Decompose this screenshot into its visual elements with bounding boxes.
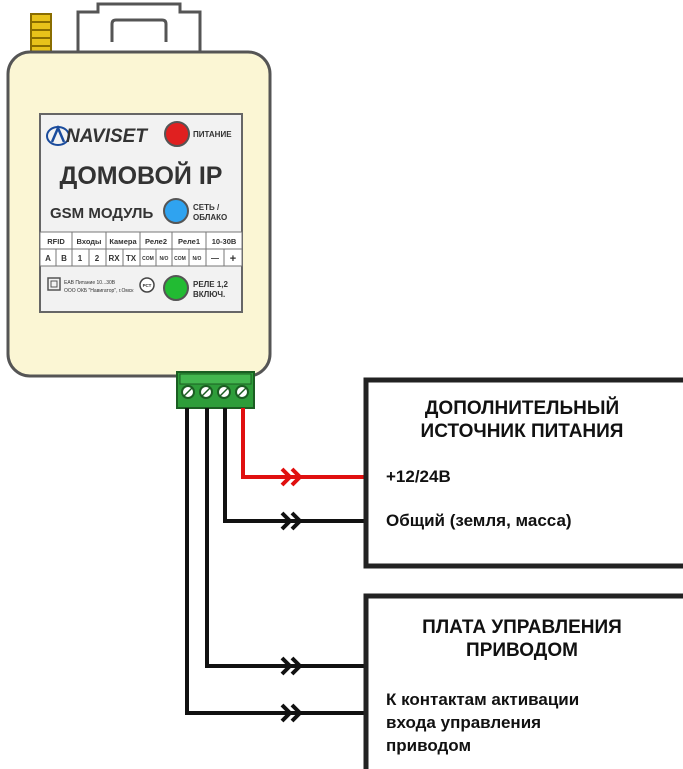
relay-led-label-2: ВКЛЮЧ.: [193, 290, 225, 299]
power-led-label: ПИТАНИЕ: [193, 130, 232, 139]
terminal-tx: TX: [126, 254, 137, 263]
mounting-bracket: [76, 2, 202, 57]
power-supply-box: [363, 377, 683, 569]
wire-drive-2: [185, 408, 366, 715]
terminal-in1: 1: [78, 254, 83, 263]
terminal-relay2-com: COM: [142, 256, 154, 262]
terminal-minus: —: [211, 254, 219, 263]
drive-box-text-1: К контактам активации: [386, 690, 580, 709]
antenna-icon: [30, 13, 52, 59]
terminal-plus: +: [230, 253, 236, 265]
ground-terminal-label: Общий (земля, масса): [386, 511, 572, 530]
terminal-group-relay1: Реле1: [178, 237, 200, 246]
drive-board-box: [363, 593, 683, 769]
terminal-relay2-no: N/O: [160, 256, 169, 262]
terminal-a: A: [45, 254, 51, 263]
wire-ground: [223, 408, 366, 523]
drive-box-text-3: приводом: [386, 736, 472, 755]
terminal-relay1-com: COM: [174, 256, 186, 262]
terminal-group-camera: Камера: [109, 237, 137, 246]
certification-mark-icon: РСТ: [139, 277, 155, 293]
network-led-label-1: СЕТЬ /: [193, 203, 220, 212]
footer-text-2: ООО ОКБ "Навигатор", г.Омск: [64, 288, 134, 294]
terminal-rx: RX: [108, 254, 120, 263]
network-led: [163, 198, 189, 224]
terminal-group-inputs: Входы: [77, 237, 102, 246]
positive-terminal-label: +12/24В: [386, 467, 451, 486]
connector-arrow-icon: [280, 467, 302, 487]
footer-text-1: ЕАВ Питание 10...30В: [64, 280, 116, 286]
device-title: ДОМОВОЙ IP: [60, 160, 223, 190]
terminal-relay1-no: N/O: [193, 256, 202, 262]
svg-text:РСТ: РСТ: [143, 283, 152, 288]
connector-arrow-icon: [280, 511, 302, 531]
terminal-group-power: 10-30В: [212, 237, 237, 246]
terminal-group-rfid: RFID: [47, 237, 65, 246]
terminal-b: B: [61, 254, 67, 263]
network-led-label-2: ОБЛАКО: [193, 213, 227, 222]
terminal-in2: 2: [95, 254, 100, 263]
terminal-table: [39, 231, 243, 267]
wire-positive: [241, 408, 366, 479]
drive-box-title-1: ПЛАТА УПРАВЛЕНИЯ: [422, 617, 622, 638]
relay-led-label-1: РЕЛЕ 1,2: [193, 280, 229, 289]
naviset-logo-icon: [46, 124, 70, 146]
terminal-group-relay2: Реле2: [145, 237, 167, 246]
connector-arrow-icon: [280, 656, 302, 676]
drive-box-title-2: ПРИВОДОМ: [466, 640, 578, 661]
power-box-title-2: ИСТОЧНИК ПИТАНИЯ: [420, 421, 624, 442]
device-label-panel: [39, 113, 243, 313]
power-box-title-1: ДОПОЛНИТЕЛЬНЫЙ: [424, 398, 620, 419]
brand-logo-text: NAVISET: [66, 126, 148, 147]
connector-arrow-icon: [280, 703, 302, 723]
terminal-block-connector: [176, 371, 255, 409]
eac-mark-icon: [47, 277, 61, 291]
wire-drive-1: [205, 408, 366, 668]
drive-box-text-2: входа управления: [386, 713, 542, 732]
power-led: [164, 121, 190, 147]
device-subtitle: GSM МОДУЛЬ: [50, 205, 153, 222]
relay-led: [163, 275, 189, 301]
